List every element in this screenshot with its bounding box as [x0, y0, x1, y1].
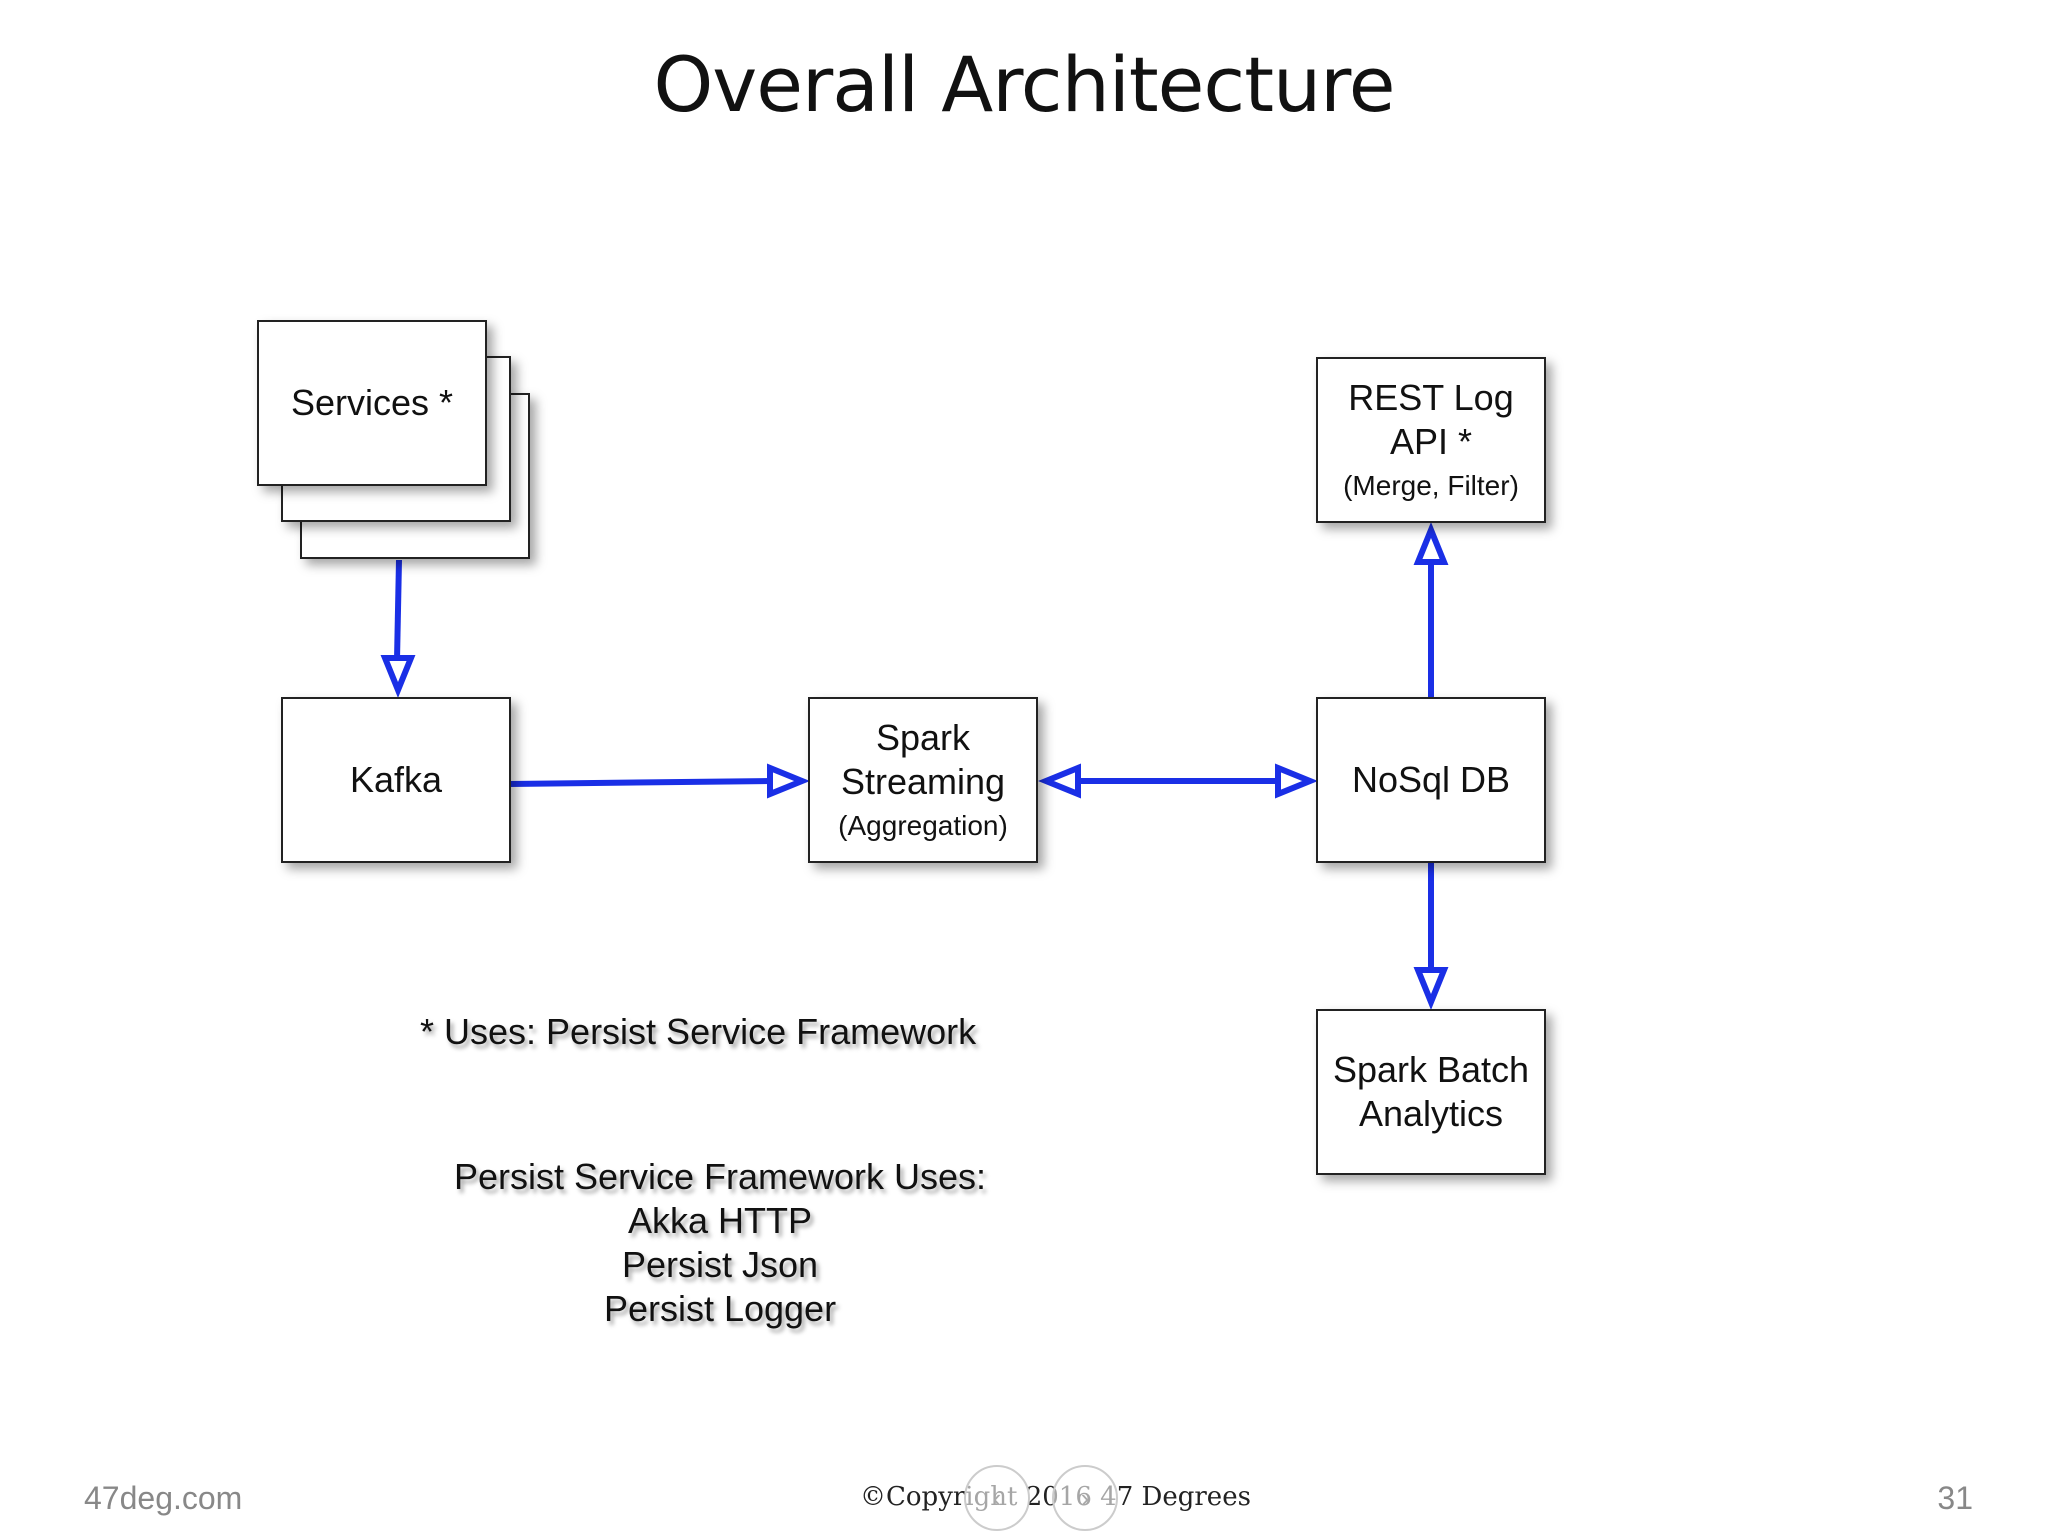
node-nosql-db-label: NoSql DB — [1351, 759, 1511, 800]
arrowhead — [1038, 763, 1081, 799]
node-rest-log-api-label-1: REST Log — [1348, 377, 1514, 418]
prev-slide-button[interactable]: ‹ — [964, 1465, 1030, 1531]
arrowhead — [1413, 967, 1449, 1010]
arrowhead — [1275, 763, 1318, 799]
next-slide-button[interactable]: › — [1052, 1465, 1118, 1531]
node-spark-streaming: Spark Streaming (Aggregation) — [808, 697, 1038, 863]
arrow-kafka-to-spark-streaming — [509, 778, 771, 787]
node-spark-streaming-sub: (Aggregation) — [838, 810, 1008, 841]
node-rest-log-api-label-2: API * — [1389, 421, 1473, 462]
chevron-right-icon: › — [1080, 1482, 1090, 1513]
node-rest-log-api: REST Log API * (Merge, Filter) — [1316, 357, 1546, 523]
framework-item: Akka HTTP — [627, 1200, 813, 1241]
framework-note: Persist Service Framework Uses: Akka HTT… — [420, 1155, 1020, 1331]
arrowhead — [767, 763, 810, 799]
uses-note: * Uses: Persist Service Framework — [420, 1011, 977, 1052]
node-spark-batch-analytics: Spark Batch Analytics — [1316, 1009, 1546, 1175]
footer-site: 47deg.com — [84, 1480, 243, 1516]
node-kafka: Kafka — [281, 697, 511, 863]
arrowhead — [1413, 522, 1449, 565]
node-services: Services * — [257, 320, 487, 486]
node-spark-batch-label-2: Analytics — [1358, 1093, 1504, 1134]
framework-heading: Persist Service Framework Uses: — [453, 1156, 987, 1197]
node-kafka-label: Kafka — [349, 759, 443, 800]
framework-item: Persist Logger — [603, 1288, 837, 1329]
arrow-services-to-kafka — [394, 559, 402, 661]
node-rest-log-api-sub: (Merge, Filter) — [1343, 470, 1519, 501]
node-spark-batch-label-1: Spark Batch — [1332, 1049, 1530, 1090]
arrowhead — [380, 655, 416, 698]
slide-title: Overall Architecture — [653, 40, 1395, 129]
node-spark-streaming-label-1: Spark — [875, 717, 971, 758]
node-spark-streaming-label-2: Streaming — [840, 761, 1006, 802]
framework-item: Persist Json — [621, 1244, 819, 1285]
node-services-label: Services * — [290, 382, 454, 423]
node-nosql-db: NoSql DB — [1316, 697, 1546, 863]
slide-number: 31 — [1937, 1480, 1973, 1516]
chevron-left-icon: ‹ — [992, 1482, 1002, 1513]
